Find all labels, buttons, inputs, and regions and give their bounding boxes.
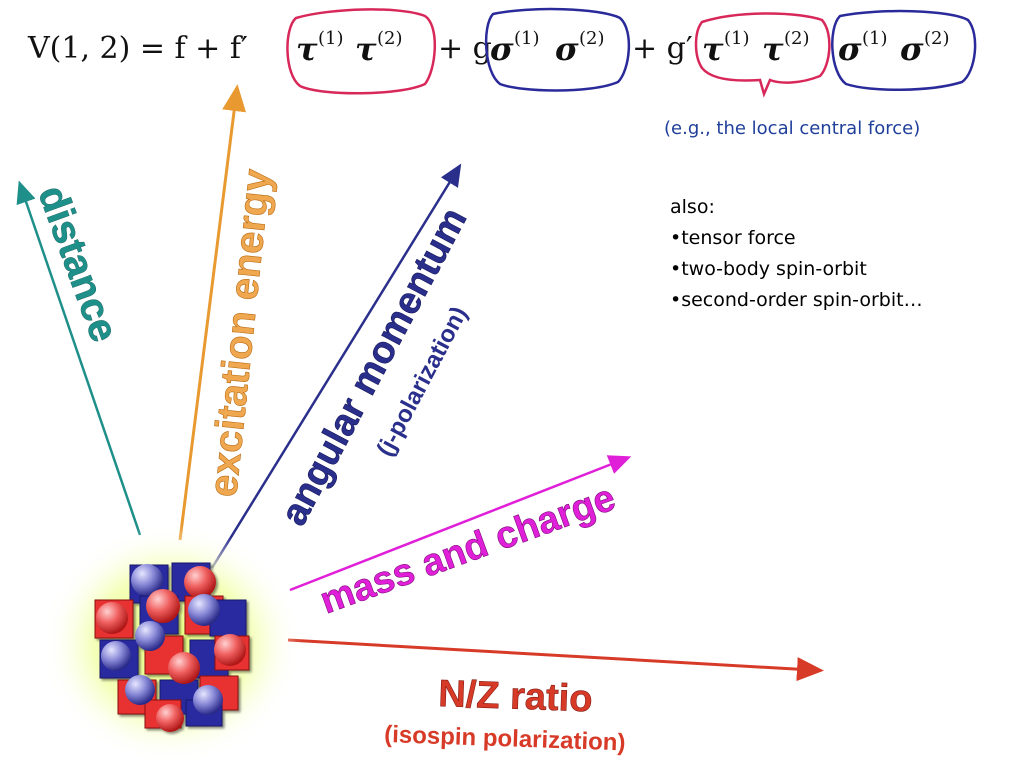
equation-sup-2a: (2) bbox=[377, 28, 403, 49]
equation-sigma-4: σ bbox=[900, 30, 924, 68]
arrow-mass bbox=[289, 455, 632, 592]
equation-sup-1a: (1) bbox=[318, 28, 344, 49]
equation-lhs: V(1, 2) = f + f′ bbox=[27, 31, 248, 66]
arrow-distance bbox=[16, 180, 142, 536]
equation-sup-1d: (1) bbox=[862, 28, 888, 49]
equation-sigma-1: σ bbox=[490, 30, 514, 68]
axes-arrows bbox=[16, 84, 824, 682]
circle-tau-tau bbox=[286, 8, 437, 95]
arrow-nz bbox=[287, 638, 824, 682]
equation-plus-g: + g bbox=[438, 31, 492, 66]
also-item-two-body-spin-orbit: •two-body spin-orbit bbox=[670, 258, 867, 280]
equation-sup-2c: (2) bbox=[784, 28, 810, 49]
label-distance: distance bbox=[30, 180, 127, 348]
also-item-tensor-force: •tensor force bbox=[670, 227, 796, 249]
arrow-excitation bbox=[178, 84, 247, 541]
label-isospin-polarization: (isospin polarization) bbox=[384, 721, 626, 756]
equation-sup-1c: (1) bbox=[724, 28, 750, 49]
circle-tau-tau-2 bbox=[694, 12, 831, 98]
arrow-angular bbox=[210, 163, 462, 569]
equation: V(1, 2) = f + f′ τ (1) τ (2) + g σ (1) σ… bbox=[27, 7, 977, 98]
equation-sup-1b: (1) bbox=[514, 28, 540, 49]
equation-plus-gprime: + g′ bbox=[632, 31, 693, 66]
equation-sigma-3: σ bbox=[838, 30, 862, 68]
circle-sigma-sigma-2 bbox=[831, 9, 977, 92]
equation-sigma-2: σ bbox=[555, 30, 579, 68]
equation-tau-1: τ bbox=[296, 30, 318, 68]
equation-tau-2: τ bbox=[355, 30, 377, 68]
nucleus-graphic bbox=[42, 524, 302, 764]
label-nz-ratio: N/Z ratio bbox=[438, 673, 593, 720]
equation-tau-3: τ bbox=[702, 30, 724, 68]
label-excitation-energy: excitation energy bbox=[201, 166, 279, 499]
equation-sup-2d: (2) bbox=[924, 28, 950, 49]
also-item-second-order-spin-orbit: •second-order spin-orbit… bbox=[670, 289, 923, 311]
equation-sup-2b: (2) bbox=[579, 28, 605, 49]
equation-tau-4: τ bbox=[762, 30, 784, 68]
circle-sigma-sigma bbox=[484, 7, 631, 92]
note-local-central-force: (e.g., the local central force) bbox=[664, 118, 921, 139]
label-mass-and-charge: mass and charge bbox=[315, 477, 621, 623]
also-list: also: •tensor force •two-body spin-orbit… bbox=[670, 192, 923, 316]
also-heading: also: bbox=[670, 196, 715, 218]
